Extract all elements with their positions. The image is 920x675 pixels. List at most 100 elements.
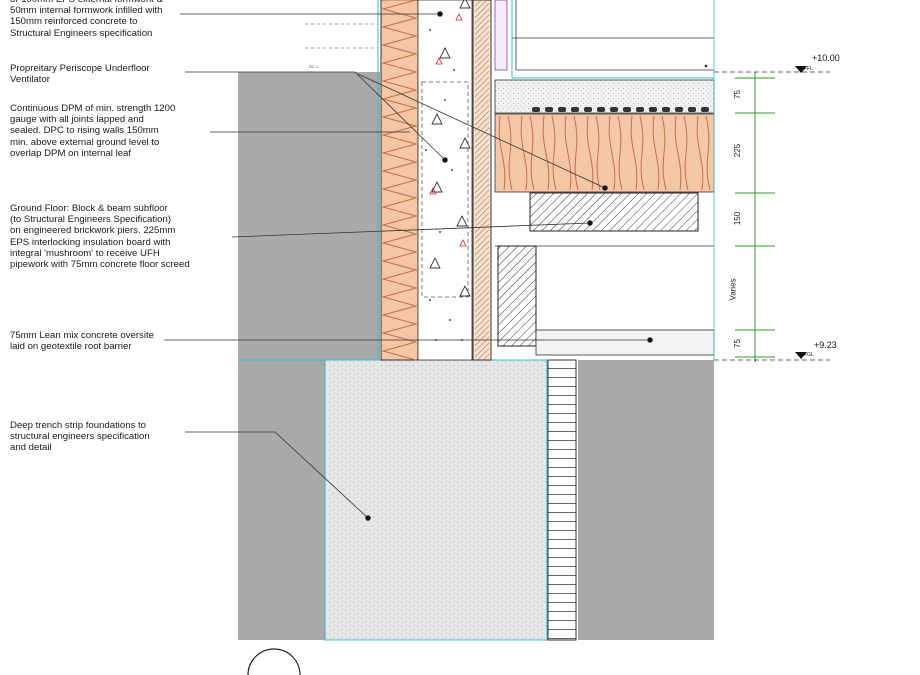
ufh-pipe (636, 107, 644, 112)
note-line: Ventilator (10, 74, 51, 86)
ufh-pipe (649, 107, 657, 112)
insulation-loop (630, 115, 645, 191)
aggregate-triangle (456, 214, 468, 227)
concrete-core (417, 0, 473, 361)
fgl-level-label: FGL (804, 352, 814, 358)
note-line: overlap DPM on internal leaf (10, 147, 132, 159)
note-line: gauge with all joints lapped and (10, 114, 144, 126)
note-line: 75mm Lean mix concrete oversite (10, 330, 154, 341)
aggregate-triangle (429, 256, 441, 269)
outer-insulation-pattern (381, 0, 418, 361)
insulation-loop (564, 115, 579, 191)
note-line: Deep trench strip foundations to (10, 420, 146, 431)
note-line: 50mm internal formwork infilled with (10, 5, 163, 17)
foundation-brick-pier (547, 359, 577, 641)
aggregate-triangle-red (455, 13, 463, 21)
dim-void: Varies (728, 278, 738, 301)
sleeper-pier (497, 245, 537, 347)
dimension-chain (735, 72, 775, 362)
aggregate-dot (429, 29, 431, 31)
aggregate-triangle (431, 112, 443, 125)
note-ground-floor: Ground Floor: Block & beam subfloor(to S… (10, 203, 250, 270)
aggregate-dot (439, 231, 441, 233)
ufh-pipe (675, 107, 683, 112)
insulation-loop (696, 115, 711, 191)
fgl-marker (795, 352, 807, 359)
insulation-loop (674, 115, 689, 191)
leader-line (185, 71, 446, 161)
insulation-loop (608, 115, 623, 191)
leader-dot (647, 337, 653, 343)
trench-foundation (324, 359, 548, 641)
red-dot (704, 64, 708, 68)
note-line: sealed. DPC to rising walls 150mm (10, 125, 159, 137)
note-line: min. above external ground level to (10, 136, 160, 148)
ufh-pipe (597, 107, 605, 112)
outer-insulation-leaf (380, 0, 419, 361)
ufh-pipe (688, 107, 696, 112)
leader-lines (164, 11, 708, 521)
note-line: laid on geotextile root barrier (10, 341, 132, 353)
guide-dash (305, 23, 378, 49)
aggregate-dot (444, 99, 446, 101)
aggregate-triangle (431, 180, 443, 193)
ufh-pipe (532, 107, 540, 112)
aggregate-triangle (459, 0, 471, 9)
insulation-loop (542, 115, 557, 191)
note-line: EPS interlocking insulation board with (10, 236, 171, 248)
note-line: Ground Floor: Block & beam subfloor (10, 203, 168, 214)
leader-dot (602, 185, 608, 191)
dim-oversite: 75 (732, 339, 742, 348)
ufh-pipe (662, 107, 670, 112)
insulation-loop (498, 115, 513, 191)
aggregate-dot (449, 319, 451, 321)
aggregate-triangle (459, 136, 471, 149)
aggregate-triangle-red (435, 57, 443, 65)
fgl-level-value: +9.23 (814, 340, 837, 350)
note-line: Propreitary Periscope Underfloor (10, 63, 150, 74)
note-formwork: or 100mm EPS external formwork &50mm int… (10, 0, 250, 39)
concrete-aggregate-marks (425, 0, 471, 341)
inner-leaf-hatch (475, 0, 489, 360)
ffl-marker (795, 66, 807, 73)
ffl-level-value: +10.00 (812, 53, 840, 63)
leader-line (231, 222, 591, 238)
internal-finish-magenta (494, 0, 508, 71)
dim-beam: 150 (733, 211, 743, 226)
section-tag: DC.1 (309, 64, 319, 69)
ground-right (578, 360, 714, 640)
note-line: on engineered brickwork piers. 225mm (10, 225, 176, 237)
ufh-pipe (610, 107, 618, 112)
ufh-pipe (545, 107, 553, 112)
note-line: 150mm reinforced concrete to (10, 16, 138, 28)
note-line: structural engineers specification (10, 431, 150, 443)
floor-insulation-pattern (498, 115, 711, 191)
note-line: Continuous DPM of min. strength 1200 (10, 103, 176, 114)
ufh-pipe (623, 107, 631, 112)
note-line: (to Structural Engineers Specification) (10, 214, 172, 226)
note-line: pipework with 75mm concrete floor screed (10, 259, 190, 271)
aggregate-triangle-red (459, 239, 467, 247)
aggregate-dot (429, 299, 431, 301)
ufh-pipe (571, 107, 579, 112)
dim-screed: 75 (732, 90, 742, 99)
ufh-pipe (558, 107, 566, 112)
aggregate-triangle-red (429, 187, 437, 195)
leader-dot (442, 157, 448, 163)
aggregate-triangle (439, 46, 451, 59)
ffl-level-label: FFL (804, 66, 813, 72)
ufh-pipework (532, 107, 709, 112)
ufh-pipe (584, 107, 592, 112)
section-callout-circle (247, 648, 301, 675)
ventilator-dashed-zone (421, 81, 469, 298)
insulation-zigzag (381, 0, 418, 361)
leader-dot (437, 11, 443, 17)
block-beam (529, 192, 699, 232)
leader-dot (587, 220, 593, 226)
dim-insulation: 225 (733, 143, 743, 158)
